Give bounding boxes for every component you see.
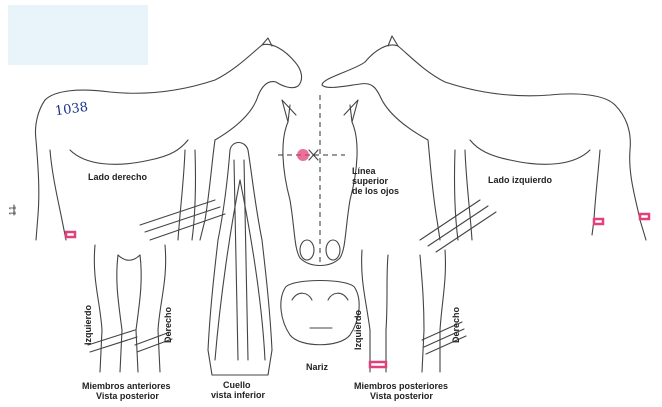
label-front-left-side: Izquierdo [83, 305, 93, 345]
label-nose: Nariz [306, 362, 328, 372]
right-hind-marking [66, 232, 75, 237]
hind-left-marking [370, 362, 386, 367]
label-front-right-side: Derecho [163, 307, 173, 343]
handwritten-mark: 11 [9, 205, 18, 215]
nose-view [281, 281, 359, 345]
front-legs-posterior [88, 245, 172, 372]
label-hind-legs-2: Vista posterior [370, 391, 433, 401]
label-hind-legs-1: Miembros posteriores [354, 381, 448, 391]
label-neck-1: Cuello [223, 380, 251, 390]
left-hind-marking-1 [640, 214, 649, 219]
label-hind-right-side: Derecho [451, 307, 461, 343]
label-left-side: Lado izquierdo [488, 175, 552, 185]
neck-inferior-view [208, 143, 272, 376]
label-eye-line-1: Línea [352, 166, 376, 176]
face-front-view [278, 95, 358, 266]
label-front-legs-1: Miembros anteriores [82, 381, 171, 391]
label-eye-line-3: de los ojos [352, 186, 399, 196]
label-eye-line-2: superior [352, 176, 388, 186]
label-neck-2: vista inferior [211, 390, 265, 400]
star-marking [297, 149, 309, 161]
label-front-legs-2: Vista posterior [96, 391, 159, 401]
label-hind-left-side: Izquierdo [353, 310, 363, 350]
right-side-horse [35, 38, 301, 240]
left-side-horse [322, 36, 649, 252]
label-right-side: Lado derecho [88, 172, 147, 182]
left-hind-marking-2 [594, 219, 603, 224]
